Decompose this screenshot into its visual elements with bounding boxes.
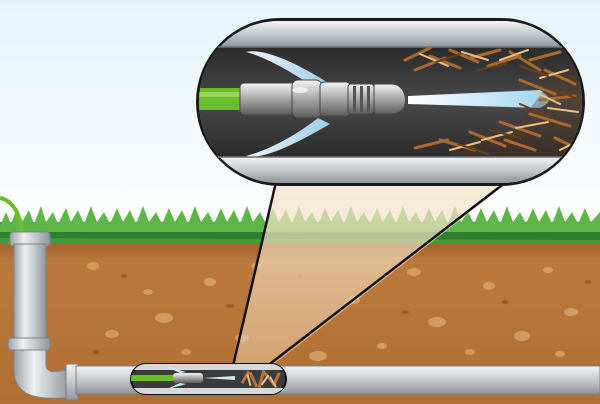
magnifier-beam [230, 183, 508, 372]
water-jet-forward [408, 90, 549, 108]
magnifier-beam-edge-right [261, 181, 507, 371]
jetter-hose [199, 88, 241, 110]
magnifier-callout [196, 18, 585, 186]
small-pipe-window [130, 363, 287, 395]
vent-pipe [7, 231, 79, 401]
root-debris [403, 46, 582, 157]
jetter-nozzle [239, 79, 406, 119]
magnifier-beam-edge-left [230, 181, 278, 371]
water-jet-lower [246, 118, 330, 157]
hose-surface [0, 196, 24, 233]
